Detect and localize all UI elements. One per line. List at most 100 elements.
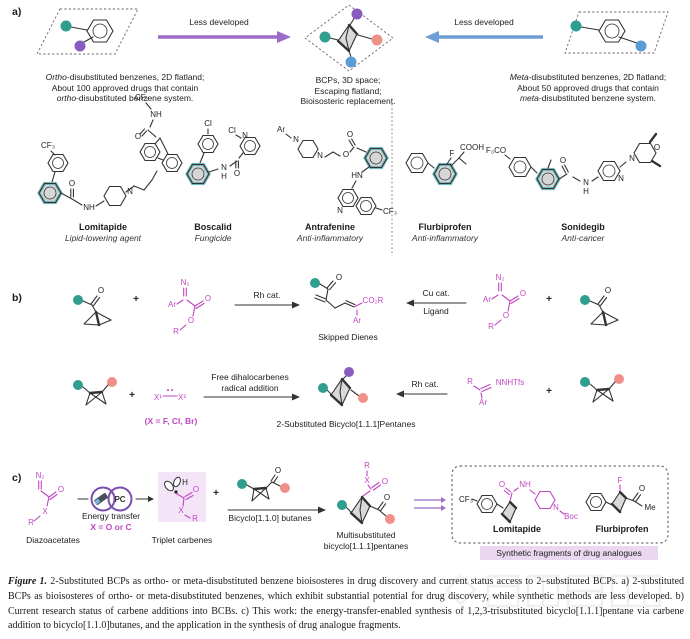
drug-role-antrafenine: Anti-inflammatory bbox=[296, 233, 364, 243]
atom-label-o: O bbox=[58, 485, 64, 494]
atom-label-ar: Ar bbox=[168, 300, 176, 309]
panel-c-label: c) bbox=[12, 472, 22, 484]
arrowhead bbox=[425, 31, 439, 43]
cu-cat-label: Cu cat. bbox=[422, 288, 450, 298]
atom-label-cl: Cl bbox=[228, 126, 236, 135]
panel-a-label: a) bbox=[12, 6, 22, 18]
flurbiprofen-fragment-structure: F O Me bbox=[585, 476, 656, 514]
pink-substituent-dot bbox=[371, 34, 383, 46]
atom-label-o: O bbox=[382, 477, 388, 486]
bcp-trisubstituted-structure bbox=[318, 367, 368, 407]
energy-transfer-icon: PC bbox=[90, 486, 133, 512]
pink-substituent-dot bbox=[614, 374, 624, 384]
lomitapide-structure: CF₃ O NH N bbox=[37, 93, 183, 212]
energy-transfer-label: Energy transfer bbox=[81, 511, 141, 521]
meta-caption: Meta-disubstituted benzenes, 2D flatland… bbox=[509, 72, 667, 103]
atom-label-x: X bbox=[42, 507, 48, 516]
atom-label-n2: N₂ bbox=[181, 278, 190, 287]
atom-label-o: O bbox=[336, 273, 342, 282]
atom-label-f3co: F₃CO bbox=[486, 146, 506, 155]
teal-substituent-dot bbox=[60, 20, 72, 32]
meta-parallelogram bbox=[564, 11, 669, 54]
atom-label-f: F bbox=[450, 149, 455, 158]
energy-arrow bbox=[135, 496, 154, 502]
pink-substituent-dot bbox=[280, 483, 290, 493]
dihalocarbene-arrow bbox=[203, 393, 300, 401]
atom-label-n: N bbox=[618, 174, 624, 183]
x-fclbr-note: (X = F, Cl, Br) bbox=[144, 416, 198, 426]
atom-label-cf3: CF₃ bbox=[41, 141, 55, 150]
plus-sign: + bbox=[546, 386, 552, 397]
ortho-caption: Ortho-disubstituted benzenes, 2D flatlan… bbox=[45, 72, 205, 103]
atom-label-n: N bbox=[293, 135, 299, 144]
ortho-parallelogram bbox=[36, 8, 139, 55]
teal-substituent-dot bbox=[310, 278, 320, 288]
arrowhead bbox=[441, 505, 446, 511]
atom-label-boc: Boc bbox=[564, 512, 578, 521]
flurbiprofen-structure: F COOH bbox=[405, 143, 484, 186]
atom-label-n2: N₂ bbox=[496, 273, 505, 282]
atom-label-r: R bbox=[192, 514, 198, 523]
atom-label-n: N bbox=[221, 163, 227, 172]
atom-label-n: N bbox=[629, 154, 635, 163]
synthetic-fragments-label: Synthetic fragments of drug analogues bbox=[480, 546, 658, 560]
atom-label-cf3: CF₃ bbox=[383, 207, 397, 216]
drug-role-boscalid: Fungicide bbox=[194, 233, 232, 243]
atom-label-x1: X¹ bbox=[154, 393, 162, 402]
double-step-arrows bbox=[414, 497, 446, 511]
atom-label-ar: Ar bbox=[479, 398, 487, 407]
purple-substituent-dot bbox=[351, 8, 363, 20]
arrowhead bbox=[406, 299, 414, 307]
teal-substituent-dot bbox=[319, 31, 331, 43]
multisubstituted-label-2: bicyclo[1.1.1]pentanes bbox=[323, 540, 409, 551]
bcb-disubstituted-structure bbox=[73, 377, 117, 406]
figure-caption-body: 2-Substituted BCPs as ortho- or meta-dis… bbox=[8, 576, 685, 632]
drug-role-flurbiprofen: Anti-inflammatory bbox=[411, 233, 479, 243]
plus-sign: + bbox=[213, 488, 219, 499]
atom-label-hn: HN bbox=[351, 171, 363, 180]
teal-substituent-dot bbox=[580, 295, 590, 305]
atom-label-r: R bbox=[364, 461, 370, 470]
triplet-carbenes-label: Triplet carbenes bbox=[151, 535, 213, 545]
atom-label-n: N bbox=[317, 151, 323, 160]
fragment-name-lomitapide: Lomitapide bbox=[492, 524, 541, 534]
atom-label-x: X bbox=[178, 506, 184, 515]
bcp-caption: BCPs, 3D space; Escaping flatland; Biois… bbox=[300, 75, 396, 106]
drug-name-boscalid: Boscalid bbox=[194, 222, 232, 232]
atom-label-o: O bbox=[503, 311, 509, 320]
atom-label-x2: X² bbox=[178, 393, 186, 402]
atom-label-o: O bbox=[275, 466, 281, 475]
arrowhead bbox=[148, 496, 154, 502]
atom-label-h: H bbox=[221, 172, 227, 181]
teal-substituent-dot bbox=[73, 295, 83, 305]
meta-caption-italic: Meta bbox=[509, 72, 529, 82]
atom-label-nh: NH bbox=[150, 110, 162, 119]
blue-substituent-dot bbox=[345, 56, 357, 68]
teal-substituent-dot bbox=[73, 380, 83, 390]
atom-label-o: O bbox=[69, 179, 75, 188]
atom-label-n: N bbox=[583, 178, 589, 187]
pink-substituent-dot bbox=[385, 514, 395, 524]
ortho-caption-italic: Ortho bbox=[45, 72, 67, 82]
triplet-carbene-structure: H O X R bbox=[164, 476, 199, 523]
atom-label-co2r: CO₂R bbox=[363, 296, 384, 305]
atom-label-cf3: CF₃ bbox=[459, 495, 473, 504]
atom-label-nh: NH bbox=[519, 480, 531, 489]
atom-label-ar: Ar bbox=[353, 316, 361, 325]
atom-label-o: O bbox=[499, 480, 505, 489]
fragment-name-flurbiprofen: Flurbiprofen bbox=[595, 524, 649, 534]
pink-substituent-dot bbox=[358, 393, 368, 403]
drug-name-sonidegib: Sonidegib bbox=[561, 222, 605, 232]
bcp-3d-structure bbox=[336, 23, 359, 53]
rh-cat-arrow bbox=[234, 301, 300, 309]
arrowhead bbox=[292, 301, 300, 309]
atom-label-n: N bbox=[553, 503, 559, 512]
atom-label-o: O bbox=[520, 289, 526, 298]
atom-label-nh: NH bbox=[83, 203, 95, 212]
atom-label-cf3: CF₃ bbox=[135, 93, 149, 102]
atom-label-cl: Cl bbox=[204, 119, 212, 128]
panel-b-label: b) bbox=[12, 292, 22, 304]
meta-benzene-structure bbox=[570, 19, 647, 52]
less-developed-label-right: Less developed bbox=[454, 17, 514, 27]
